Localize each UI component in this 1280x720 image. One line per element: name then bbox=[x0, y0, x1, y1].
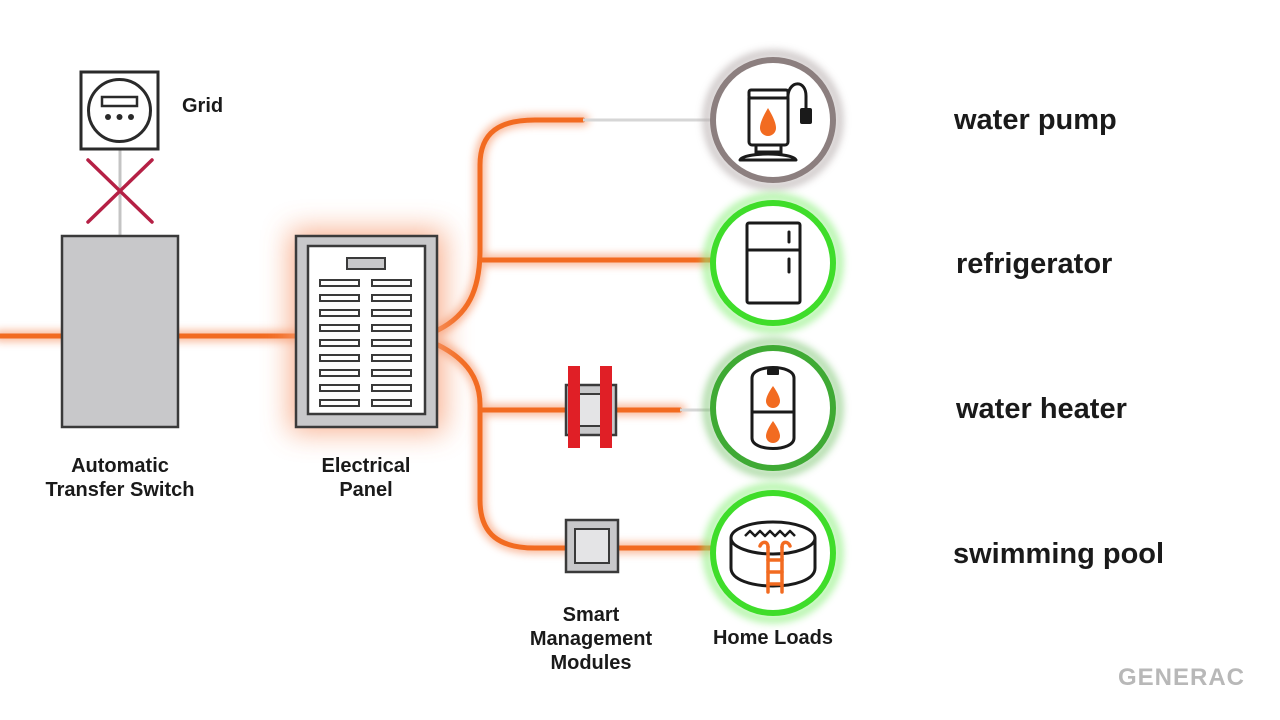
home-loads-label: Home Loads bbox=[712, 627, 834, 649]
smart-management-module bbox=[564, 518, 620, 574]
smm-label-line1: Smart bbox=[562, 604, 620, 626]
load-label-refrigerator: refrigerator bbox=[956, 248, 1113, 280]
smm-label-line3: Modules bbox=[550, 652, 632, 674]
smm-label-line2: Management bbox=[529, 628, 653, 650]
grid-label: Grid bbox=[182, 95, 224, 117]
refrigerator-icon bbox=[745, 221, 802, 305]
grid-meter-icon bbox=[79, 70, 160, 151]
smart-module-relay-open bbox=[564, 366, 618, 448]
panel-label-line1: Electrical bbox=[321, 455, 411, 477]
load-label-water-pump: water pump bbox=[954, 104, 1117, 136]
load-label-swimming-pool: swimming pool bbox=[953, 538, 1165, 570]
water-pump-icon bbox=[738, 82, 812, 162]
power-lines bbox=[0, 114, 718, 554]
automatic-transfer-switch bbox=[60, 234, 180, 429]
swimming-pool-icon bbox=[729, 520, 817, 594]
grid-disconnect-x-icon bbox=[86, 158, 154, 224]
ats-label-line1: Automatic bbox=[71, 455, 169, 477]
generac-logo: GENERAC bbox=[1118, 664, 1246, 691]
electrical-panel bbox=[290, 230, 444, 432]
load-label-water-heater: water heater bbox=[956, 393, 1127, 425]
panel-label-line2: Panel bbox=[339, 479, 393, 501]
water-heater-icon bbox=[750, 366, 796, 450]
ats-label-line2: Transfer Switch bbox=[45, 479, 195, 501]
